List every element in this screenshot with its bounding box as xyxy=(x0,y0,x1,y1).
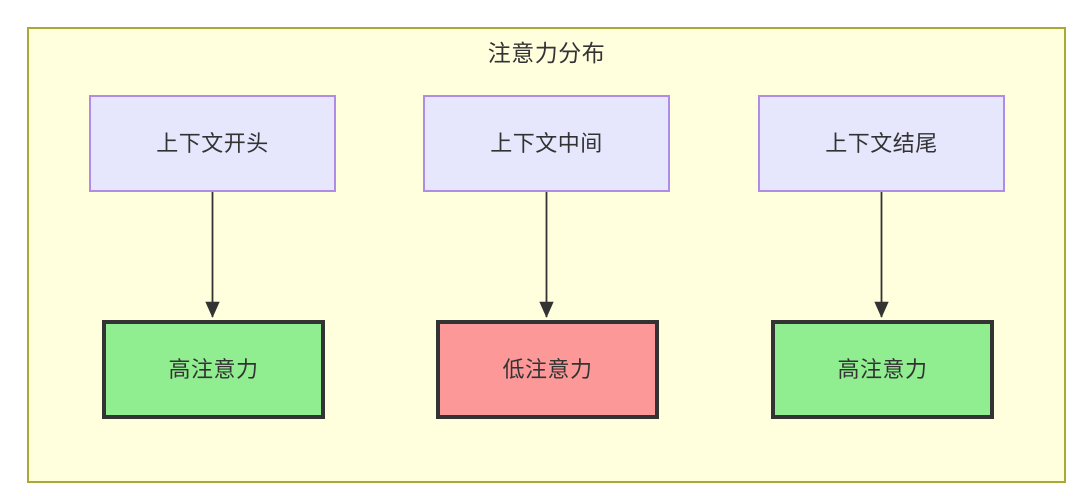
diagram-title: 注意力分布 xyxy=(487,40,606,66)
node-attention-start[interactable]: 高注意力 xyxy=(102,320,325,419)
node-attention-middle[interactable]: 低注意力 xyxy=(436,320,659,419)
node-context-middle[interactable]: 上下文中间 xyxy=(423,95,670,192)
subgraph-container: 注意力分布 上下文开头 上下文中间 上下文结尾 高注意力 低注意力 高注意力 xyxy=(27,27,1066,483)
node-context-end[interactable]: 上下文结尾 xyxy=(758,95,1005,192)
node-attention-end[interactable]: 高注意力 xyxy=(771,320,994,419)
node-context-start[interactable]: 上下文开头 xyxy=(89,95,336,192)
